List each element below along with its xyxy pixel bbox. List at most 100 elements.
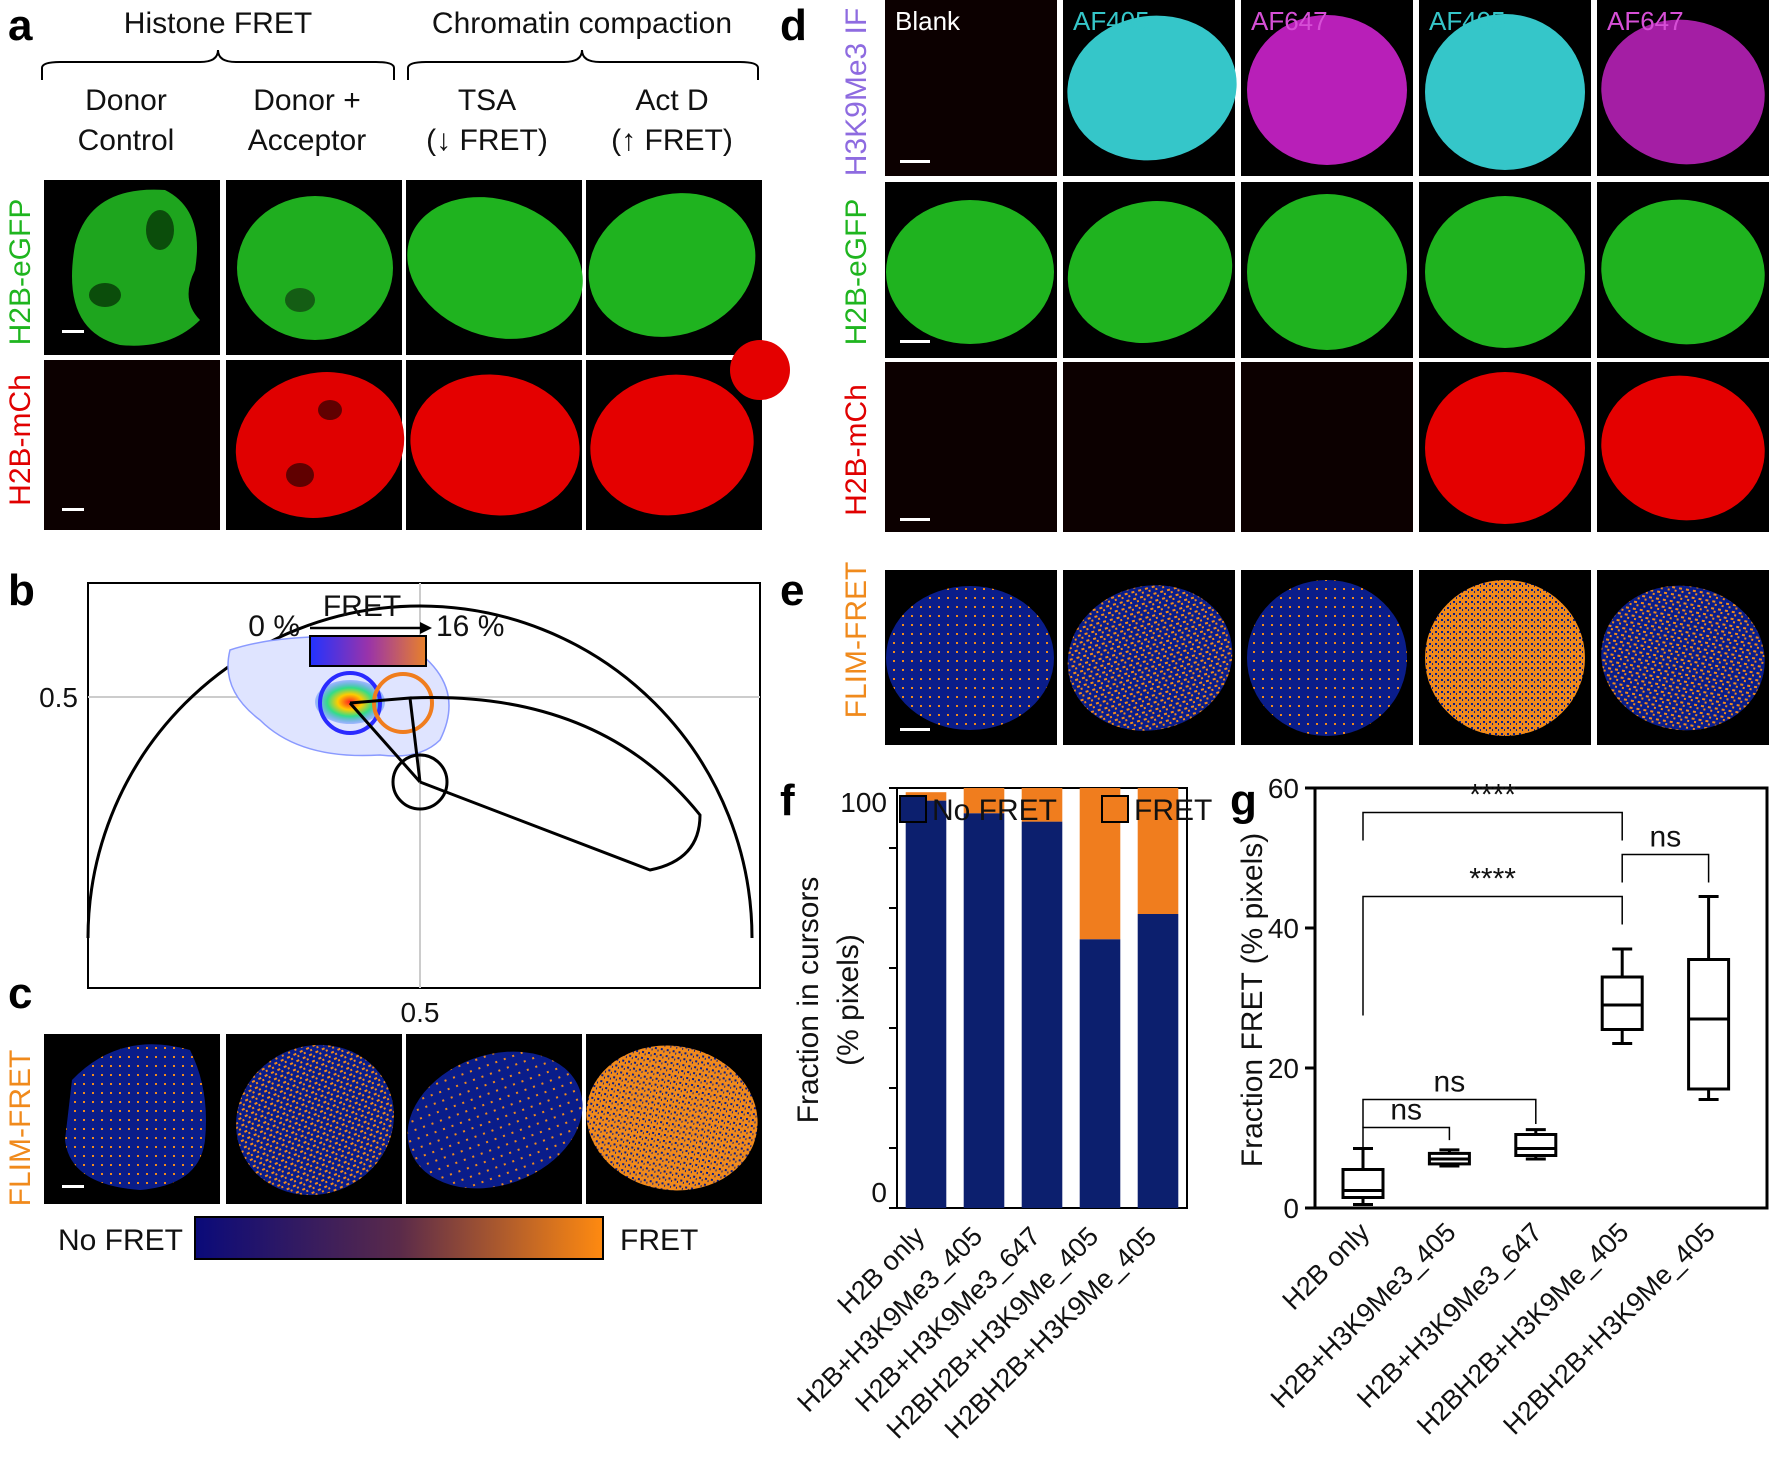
if-nucleus-d-5 (1601, 19, 1765, 165)
chart-g-ytick-label: 0 (1283, 1193, 1299, 1224)
significance-label: ns (1434, 1066, 1466, 1099)
panel-letter-c: c (8, 969, 32, 1018)
group-label-chromatin-compaction: Chromatin compaction (432, 7, 732, 40)
chart-f-ticks (889, 787, 897, 1209)
legend-label-fret: FRET (1134, 794, 1212, 827)
row-label-h2b-egfp-d: H2B-eGFP (840, 199, 873, 346)
row-label-h2b-egfp-a: H2B-eGFP (4, 199, 37, 346)
nucleus-a-2-2 (235, 372, 405, 518)
panel-a-images (44, 180, 790, 530)
box (1341, 1168, 1385, 1199)
nucleus-a-2-3 (410, 374, 580, 516)
fret-trajectory (348, 696, 702, 872)
col-a-3-line2: (↓ FRET) (426, 124, 548, 157)
significance-label: ns (1650, 821, 1682, 854)
chart-f-ytick-100: 100 (840, 787, 887, 818)
flim-nucleus-e-2 (1067, 585, 1233, 731)
row-label-flim-fret-c: FLIM-FRET (4, 1050, 37, 1207)
panel-letter-b: b (8, 566, 35, 615)
bracket-histone-fret (41, 49, 395, 80)
if-nucleus-d-4 (1425, 14, 1585, 170)
nucleus-a-2-4 (590, 374, 754, 516)
nucleus-d-3-4 (1425, 372, 1585, 524)
bar-fret (1137, 788, 1179, 914)
panel-letter-g: g (1230, 776, 1257, 825)
if-nucleus-d-3 (1247, 15, 1407, 165)
flim-nucleus-c-4 (586, 1045, 758, 1191)
panel-letter-f: f (780, 776, 795, 825)
nucleus-d-2-1 (886, 200, 1054, 344)
cursor-blue (318, 671, 382, 735)
row-label-h2b-mch-a: H2B-mCh (4, 374, 37, 506)
bar-no-fret (1021, 821, 1063, 1208)
bar-no-fret (1079, 939, 1121, 1208)
col-a-1-line1: Donor (85, 84, 167, 117)
bar-no-fret (963, 813, 1005, 1208)
nucleus-a-1-2 (237, 196, 393, 340)
significance-bracket (1362, 1098, 1537, 1128)
chart-g-ytick-label: 60 (1268, 773, 1299, 804)
d-col-label-1: Blank (895, 6, 961, 36)
d-col-label-5: AF647 (1607, 6, 1684, 36)
phasor-plot: FRET 0 % 16 % 0.5 0.5 (39, 582, 761, 1028)
d-col-label-4: AF405 (1429, 6, 1506, 36)
bracket-chromatin-compaction (407, 49, 759, 80)
phasor-y-tick: 0.5 (39, 682, 78, 713)
col-a-4-line2: (↑ FRET) (611, 124, 733, 157)
flim-legend-right: FRET (620, 1224, 698, 1257)
cursor-black (391, 753, 449, 811)
bar-fret (963, 788, 1005, 814)
row-label-flim-fret-e: FLIM-FRET (840, 562, 873, 719)
phasor-x-tick: 0.5 (401, 997, 440, 1028)
flim-legend-left: No FRET (58, 1224, 183, 1257)
nucleus-d-2-3 (1247, 194, 1407, 350)
nucleus-a-1-3 (407, 197, 583, 339)
bar-no-fret (905, 800, 947, 1208)
d-col-label-2: AF405 (1073, 6, 1150, 36)
bar-no-fret (1137, 914, 1179, 1208)
legend-label-no-fret: No FRET (932, 794, 1057, 827)
flim-nucleus-c-1 (65, 1044, 206, 1190)
flim-nucleus-c-3 (407, 1051, 583, 1189)
panel-letter-d: d (780, 1, 807, 50)
chart-g-frame (1313, 786, 1769, 1210)
panel-c-images (44, 1034, 762, 1204)
flim-legend-colorbar (194, 1216, 604, 1260)
panel-d-images (885, 0, 1769, 532)
colorbar-max: 16 % (436, 610, 504, 643)
col-a-2-line1: Donor + (253, 84, 361, 117)
colorbar-title: FRET (323, 590, 401, 623)
legend-swatch-fret (1101, 795, 1129, 823)
chart-f-ytick-0: 0 (871, 1177, 887, 1208)
significance-bracket (1362, 1126, 1451, 1156)
col-a-4-line1: Act D (635, 84, 708, 117)
panel-letter-e: e (780, 566, 804, 615)
if-nucleus-d-2 (1067, 15, 1237, 161)
row-label-h2b-mch-d: H2B-mCh (840, 384, 873, 516)
colorbar-min: 0 % (248, 610, 300, 643)
legend-swatch-no-fret (899, 795, 927, 823)
chart-f-ylabel-line2: (% pixels) (832, 934, 865, 1066)
flim-nucleus-c-2 (236, 1044, 394, 1196)
chart-g-category-labels: H2B onlyH2B+H3K9Me3_405H2B+H3K9Me3_647H2… (1265, 1217, 1721, 1441)
flim-nucleus-e-3 (1247, 580, 1407, 736)
panel-letter-a: a (8, 1, 33, 50)
col-a-3-line1: TSA (458, 84, 516, 117)
nucleus-d-3-5 (1601, 375, 1765, 521)
nucleus-d-2-4 (1425, 196, 1585, 348)
col-a-2-line2: Acceptor (248, 124, 366, 157)
box (1687, 958, 1731, 1091)
row-label-h3k9me3-if: H3K9Me3 IF (840, 8, 873, 176)
significance-label: **** (1469, 863, 1516, 896)
d-col-label-3: AF647 (1251, 6, 1328, 36)
box (1514, 1133, 1558, 1157)
chart-f-category-labels: H2B onlyH2B+H3K9Me3_405H2B+H3K9Me3_647H2… (791, 1221, 1162, 1445)
chart-g-boxes (1341, 895, 1731, 1206)
chart-g-ytick-label: 20 (1268, 1053, 1299, 1084)
significance-bracket (1362, 811, 1623, 841)
bar-fret (1021, 788, 1063, 822)
universal-circle (86, 604, 754, 939)
col-a-1-line2: Control (78, 124, 175, 157)
